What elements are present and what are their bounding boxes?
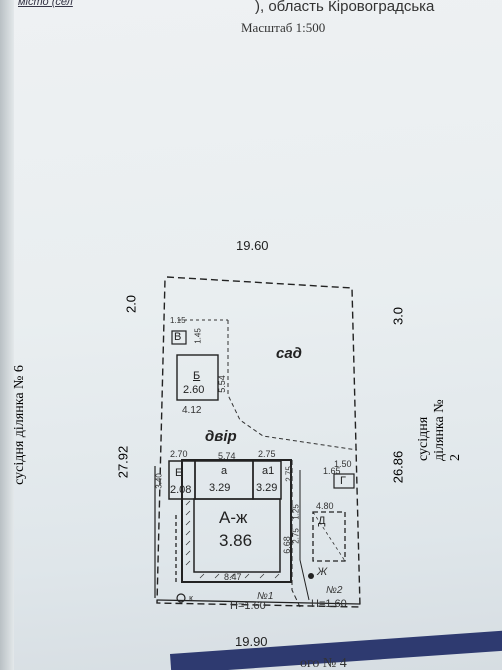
extension-e-value: 2.08 [170,484,192,496]
building-v-dim2: 1.45 [193,328,203,344]
building-g-dim2: 1.65 [323,466,341,476]
well-marker [176,593,186,603]
header-left-text: місто (сел [18,0,73,8]
main-house-width: 8.47 [224,572,242,582]
building-g-dim: 1.50 [334,459,352,469]
header-right-text: ), область Кіровоградська [255,0,435,15]
building-v-label: В [174,331,182,343]
extension-a1-value: 3.29 [256,482,278,494]
main-house-value: 3.86 [219,531,253,550]
dim-side-1: 1.25 [291,504,301,520]
gate1-height: H=1.60 [230,600,266,612]
zone-garden: сад [276,345,302,362]
main-house-height: 6.68 [282,536,292,554]
building-v-dim1: 1.15 [170,316,186,325]
dim-right-top: 3.0 [390,306,406,326]
neighbor-bottom-label: ого № 4 [300,656,347,670]
dim-left-top: 2.0 [123,294,139,314]
building-v [171,330,187,345]
dim-side-a1: 2.75 [284,466,294,482]
page-spine [0,0,14,670]
building-b-label: Б [193,370,201,382]
neighbor-right-label: сусідня ділянка № 2 [416,399,463,461]
dim-a1: 2.75 [258,449,276,459]
dim-top: 19.60 [236,238,269,253]
building-b-value: 2.60 [183,384,205,396]
building-g-label: Г [340,475,346,487]
scale-label: Масштаб 1:500 [241,20,326,35]
extension-e-label: Е [175,467,183,479]
main-house-label: А-ж [219,508,248,527]
well-label: к [189,593,193,603]
dim-left-house: 3.40 [154,473,164,489]
dim-right: 26.86 [390,450,406,484]
extension-a1 [252,460,282,500]
extension-a1-label: а1 [262,465,275,477]
main-house-outer [181,459,292,583]
extension-a-label: а [221,465,228,477]
gate2-height: H=1.60 [311,598,347,610]
dim-side-2: 2.75 [291,528,301,544]
zone-yard: двір [205,428,237,445]
dim-bottom: 19.90 [235,634,268,649]
building-d-dim: 4.80 [316,501,334,511]
dim-e: 2.70 [170,449,188,459]
fence-label: Ж [317,566,328,578]
dim-left: 27.92 [115,445,131,479]
extension-a-value: 3.29 [209,482,231,494]
building-b [176,354,219,401]
dim-a: 5.74 [218,451,236,461]
building-g [333,473,355,489]
building-b-height: 5.54 [217,375,227,393]
gate1-label: №1 [257,591,274,602]
plot-boundary [156,276,361,608]
building-d-label: Д [318,515,326,527]
neighbor-left-label: сусідня ділянка № 6 [12,365,27,485]
fence-line [291,460,301,608]
building-b-width: 4.12 [182,405,202,416]
building-d [312,511,346,562]
gate2-label: №2 [326,585,343,596]
yard-divider [227,320,358,451]
